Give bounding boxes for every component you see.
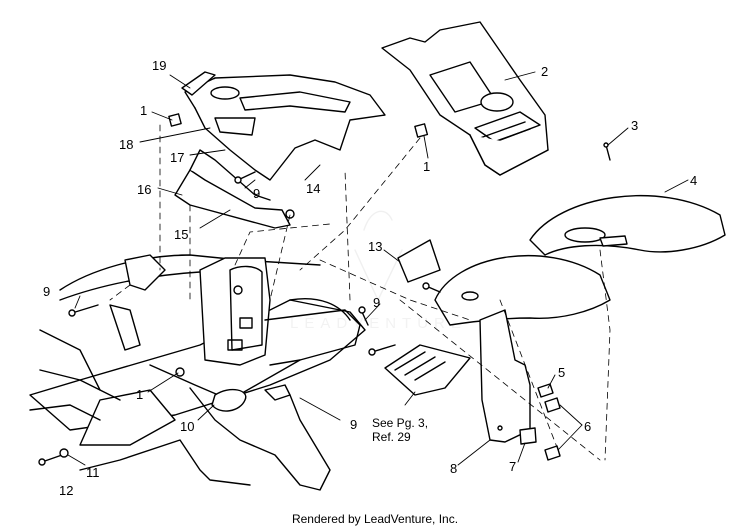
reference-note: See Pg. 3, Ref. 29 [372,416,428,445]
callout-8: 8 [450,461,458,476]
footrest-assembly [385,345,470,395]
rear-fender-assembly [435,256,610,325]
reference-note-line-2: Ref. 29 [372,430,411,445]
fasteners [39,143,610,465]
callout-6: 6 [584,419,592,434]
main-frame [30,255,365,490]
callout-4: 4 [690,173,698,188]
part-14-front-hood [185,75,385,180]
callout-13: 13 [368,239,383,254]
hardware-5-6-7 [520,384,560,460]
svg-text:LEADVENTURE: LEADVENTURE [290,315,467,332]
callout-16: 16 [137,182,152,197]
leader-lines [68,72,688,465]
part-2-upper-panel [382,22,548,175]
part-1-nut-right [415,124,428,137]
callout-12: 12 [59,483,74,498]
callout-9-hood: 9 [253,186,261,201]
mud-flap-hole [498,426,502,430]
callout-3: 3 [631,118,639,133]
callout-9-lower: 9 [350,417,358,432]
callout-18: 18 [119,137,134,152]
part-13-decal [398,240,440,282]
callout-15: 15 [174,227,189,242]
callout-7: 7 [509,459,517,474]
callout-9-left: 9 [43,284,51,299]
callout-1-frame: 1 [136,387,144,402]
callout-1-right: 1 [423,159,431,174]
part-4-rear-fender [530,196,725,255]
dashed-assembly-lines [110,125,610,460]
callout-1-upper-left: 1 [140,103,148,118]
part-19-emblem [182,72,215,95]
leadventure-watermark: LEADVENTURE [290,211,467,332]
parts-15-16-17-lower-trim [175,150,294,228]
part-8-mud-flap [480,310,530,442]
callout-19: 19 [152,58,167,73]
callout-2: 2 [541,64,549,79]
footer-credit: Rendered by LeadVenture, Inc. [291,512,459,526]
part-1-nut-upper-left [169,114,181,126]
callout-11: 11 [86,465,100,480]
callout-14: 14 [306,181,321,196]
callout-9-center: 9 [373,295,381,310]
reference-note-line-1: See Pg. 3, [372,416,429,430]
callout-10: 10 [180,419,195,434]
callout-5: 5 [558,365,566,380]
callout-17: 17 [170,150,185,165]
